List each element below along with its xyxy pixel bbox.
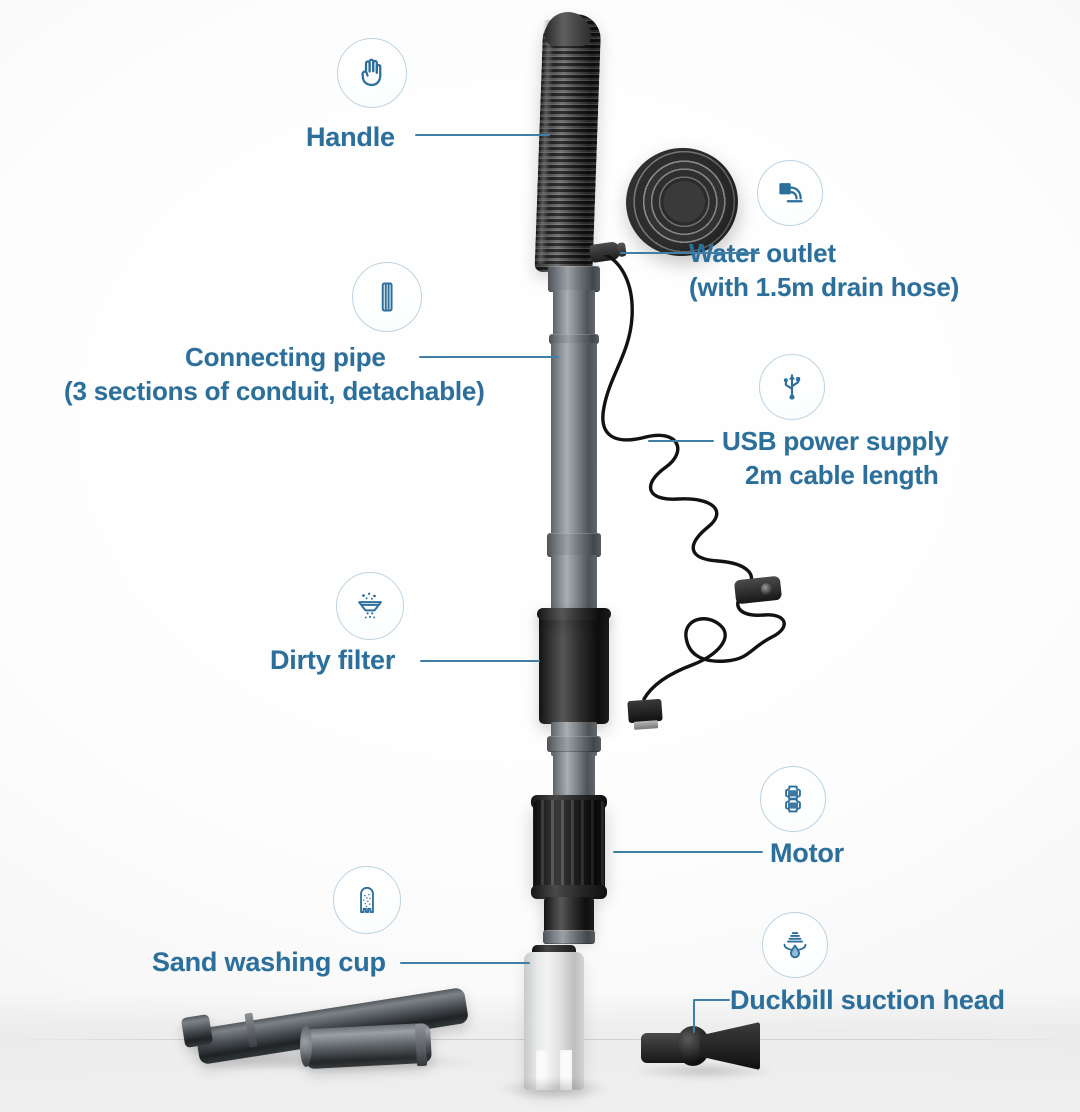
connecting-pipe-section-1 (553, 290, 595, 336)
leader-line-motor (613, 851, 763, 853)
inline-power-switch (733, 575, 783, 605)
leader-line-water-outlet (620, 252, 760, 254)
duckbill-shadow (634, 1062, 774, 1080)
spare-tube-lower-end (300, 1025, 312, 1067)
filter-funnel-icon (336, 572, 404, 640)
cup-joint (543, 930, 595, 944)
callout-label-dirty-filter: Dirty filter (270, 645, 396, 675)
leader-line-sand-washing-cup (400, 962, 530, 964)
sand-cup-icon (333, 866, 401, 934)
hand-icon (337, 38, 407, 108)
leader-line-duckbill-suction-head (694, 999, 730, 1001)
pipe-joint-1 (549, 334, 599, 344)
leader-line-handle (415, 134, 550, 136)
handle-pipe-collar (548, 266, 600, 292)
motor-bottom-cap (531, 885, 607, 899)
suction-drop-icon (762, 912, 828, 978)
callout-label-usb-power-line1: USB power supply (722, 426, 949, 456)
callout-label-handle: Handle (306, 122, 395, 152)
callout-label-connecting-pipe-line1: Connecting pipe (185, 342, 386, 372)
connecting-pipe-section-2 (551, 343, 597, 535)
connecting-pipe-section-3 (551, 555, 597, 617)
callout-label-usb-power-line2: 2m cable length (745, 460, 939, 490)
callout-label-motor: Motor (770, 838, 844, 868)
sand-washing-cup (524, 952, 584, 1090)
callout-label-connecting-pipe-line2: (3 sections of conduit, detachable) (64, 376, 485, 406)
pipe-joint-2 (547, 533, 601, 557)
cup-slot-left (536, 1050, 548, 1090)
handle-top-cap (545, 12, 591, 46)
usb-cable (601, 255, 786, 701)
pipe-to-motor (553, 752, 595, 802)
dirty-filter-housing (539, 612, 609, 724)
spare-tubes-shadow (180, 1052, 480, 1072)
callout-label-duckbill-suction-head: Duckbill suction head (730, 985, 1005, 1015)
dirty-filter-top-cap (537, 608, 611, 620)
motor-housing (533, 800, 605, 894)
motor-icon (760, 766, 826, 832)
pipe-icon (352, 262, 422, 332)
leader-line-connecting-pipe (419, 356, 559, 358)
cup-shadow (498, 1078, 610, 1100)
pipe-joint-3 (547, 736, 601, 752)
usb-a-plug (627, 698, 663, 724)
leader-line-duckbill-vertical (693, 999, 695, 1033)
leader-line-usb-power (648, 440, 714, 442)
callout-label-water-outlet-line2: (with 1.5m drain hose) (689, 272, 960, 302)
callout-label-sand-washing-cup: Sand washing cup (152, 947, 386, 977)
cup-slot-right (560, 1050, 572, 1090)
spare-tube-connector (180, 1013, 214, 1049)
usb-icon (759, 354, 825, 420)
leader-line-dirty-filter (420, 660, 540, 662)
faucet-icon (757, 160, 823, 226)
